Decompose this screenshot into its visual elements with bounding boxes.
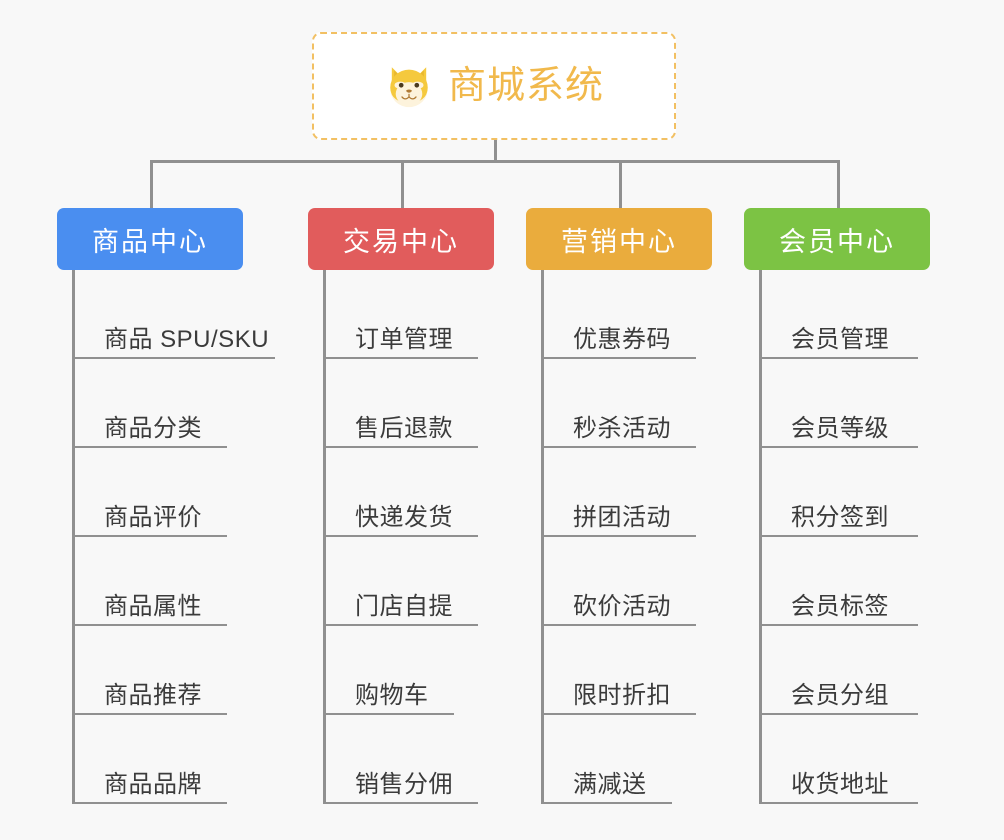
leaf-label: 快递发货 (355, 503, 453, 531)
leaf-item[interactable]: 订单管理 (323, 270, 478, 359)
branch-node-4[interactable]: 会员中心 (744, 208, 930, 270)
leaf-label: 商品属性 (104, 592, 202, 620)
connector-drop-4 (837, 160, 840, 208)
leaf-label: 收货地址 (791, 770, 889, 798)
leaf-item[interactable]: 优惠券码 (541, 270, 696, 359)
root-title: 商城系统 (447, 65, 604, 107)
leaf-label: 购物车 (355, 681, 429, 709)
leaf-label: 商品分类 (104, 414, 202, 442)
connector-drop-3 (619, 160, 622, 208)
connector-horizontal-bus (150, 160, 840, 163)
branch-label-1: 商品中心 (92, 226, 208, 257)
leaf-label: 门店自提 (355, 592, 453, 620)
leaf-label: 商品推荐 (104, 681, 202, 709)
leaf-item[interactable]: 秒杀活动 (541, 359, 696, 448)
leaf-item[interactable]: 商品品牌 (72, 715, 227, 804)
leaf-label: 销售分佣 (355, 770, 453, 798)
leaf-item[interactable]: 收货地址 (759, 715, 918, 804)
leaf-label: 秒杀活动 (573, 414, 671, 442)
branch-node-1[interactable]: 商品中心 (57, 208, 243, 270)
branch-node-2[interactable]: 交易中心 (308, 208, 494, 270)
leaf-label: 会员标签 (791, 592, 889, 620)
connector-root-stem (494, 140, 497, 162)
leaf-label: 商品评价 (104, 503, 202, 531)
branch-label-3: 营销中心 (561, 226, 677, 257)
leaf-item[interactable]: 门店自提 (323, 537, 478, 626)
leaf-item[interactable]: 商品分类 (72, 359, 227, 448)
leaf-label: 满减送 (573, 770, 647, 798)
leaf-item[interactable]: 限时折扣 (541, 626, 696, 715)
leaf-item[interactable]: 销售分佣 (323, 715, 478, 804)
leaf-item[interactable]: 商品属性 (72, 537, 227, 626)
leaf-item[interactable]: 拼团活动 (541, 448, 696, 537)
leaf-item[interactable]: 砍价活动 (541, 537, 696, 626)
branch-label-4: 会员中心 (779, 226, 895, 257)
leaf-label: 售后退款 (355, 414, 453, 442)
leaf-item[interactable]: 购物车 (323, 626, 454, 715)
leaf-label: 会员管理 (791, 325, 889, 353)
root-node[interactable]: 商城系统 (312, 32, 676, 140)
branch-node-3[interactable]: 营销中心 (526, 208, 712, 270)
leaf-label: 商品 SPU/SKU (104, 325, 270, 353)
leaf-item[interactable]: 快递发货 (323, 448, 478, 537)
leaf-label: 订单管理 (355, 325, 453, 353)
leaf-item[interactable]: 商品 SPU/SKU (72, 270, 275, 359)
leaf-item[interactable]: 售后退款 (323, 359, 478, 448)
leaf-item[interactable]: 会员等级 (759, 359, 918, 448)
leaf-item[interactable]: 会员标签 (759, 537, 918, 626)
leaf-item[interactable]: 满减送 (541, 715, 672, 804)
leaf-item[interactable]: 会员分组 (759, 626, 918, 715)
leaf-item[interactable]: 商品推荐 (72, 626, 227, 715)
leaf-item[interactable]: 积分签到 (759, 448, 918, 537)
leaf-label: 砍价活动 (573, 592, 671, 620)
leaf-item[interactable]: 商品评价 (72, 448, 227, 537)
leaf-label: 积分签到 (791, 503, 889, 531)
leaf-label: 优惠券码 (573, 325, 671, 353)
leaf-label: 商品品牌 (104, 770, 202, 798)
connector-drop-2 (401, 160, 404, 208)
leaf-label: 会员等级 (791, 414, 889, 442)
shiba-dog-face-icon (390, 67, 428, 108)
leaf-label: 限时折扣 (573, 681, 671, 709)
leaf-item[interactable]: 会员管理 (759, 270, 918, 359)
leaf-label: 拼团活动 (573, 503, 671, 531)
leaf-label: 会员分组 (791, 681, 889, 709)
connector-drop-1 (150, 160, 153, 208)
branch-label-2: 交易中心 (343, 226, 459, 257)
